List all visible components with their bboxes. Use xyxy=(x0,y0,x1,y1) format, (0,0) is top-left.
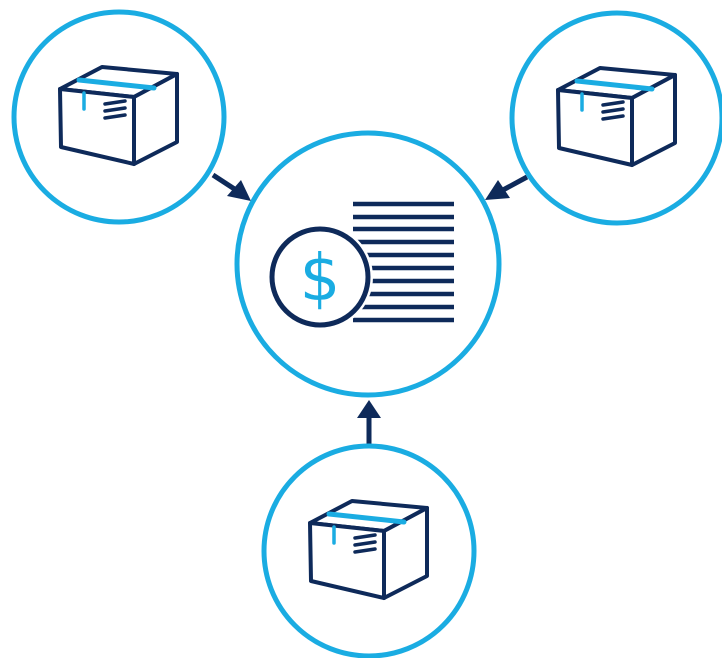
package-box-icon xyxy=(60,67,177,164)
ledger-lines-icon xyxy=(353,201,454,323)
arrow-top-left-to-center xyxy=(211,172,251,201)
dollar-coin-icon: $ xyxy=(267,224,373,330)
package-box-icon xyxy=(310,501,427,598)
package-node-top-left xyxy=(11,9,227,225)
package-node-bottom xyxy=(261,443,477,658)
arrow-top-right-to-center xyxy=(485,174,529,200)
dollar-sign: $ xyxy=(300,242,341,316)
arrow-bottom-to-center xyxy=(357,400,381,446)
center-hub-node: $ xyxy=(234,130,502,398)
package-node-top-right xyxy=(509,10,722,226)
package-box-icon xyxy=(558,68,675,165)
